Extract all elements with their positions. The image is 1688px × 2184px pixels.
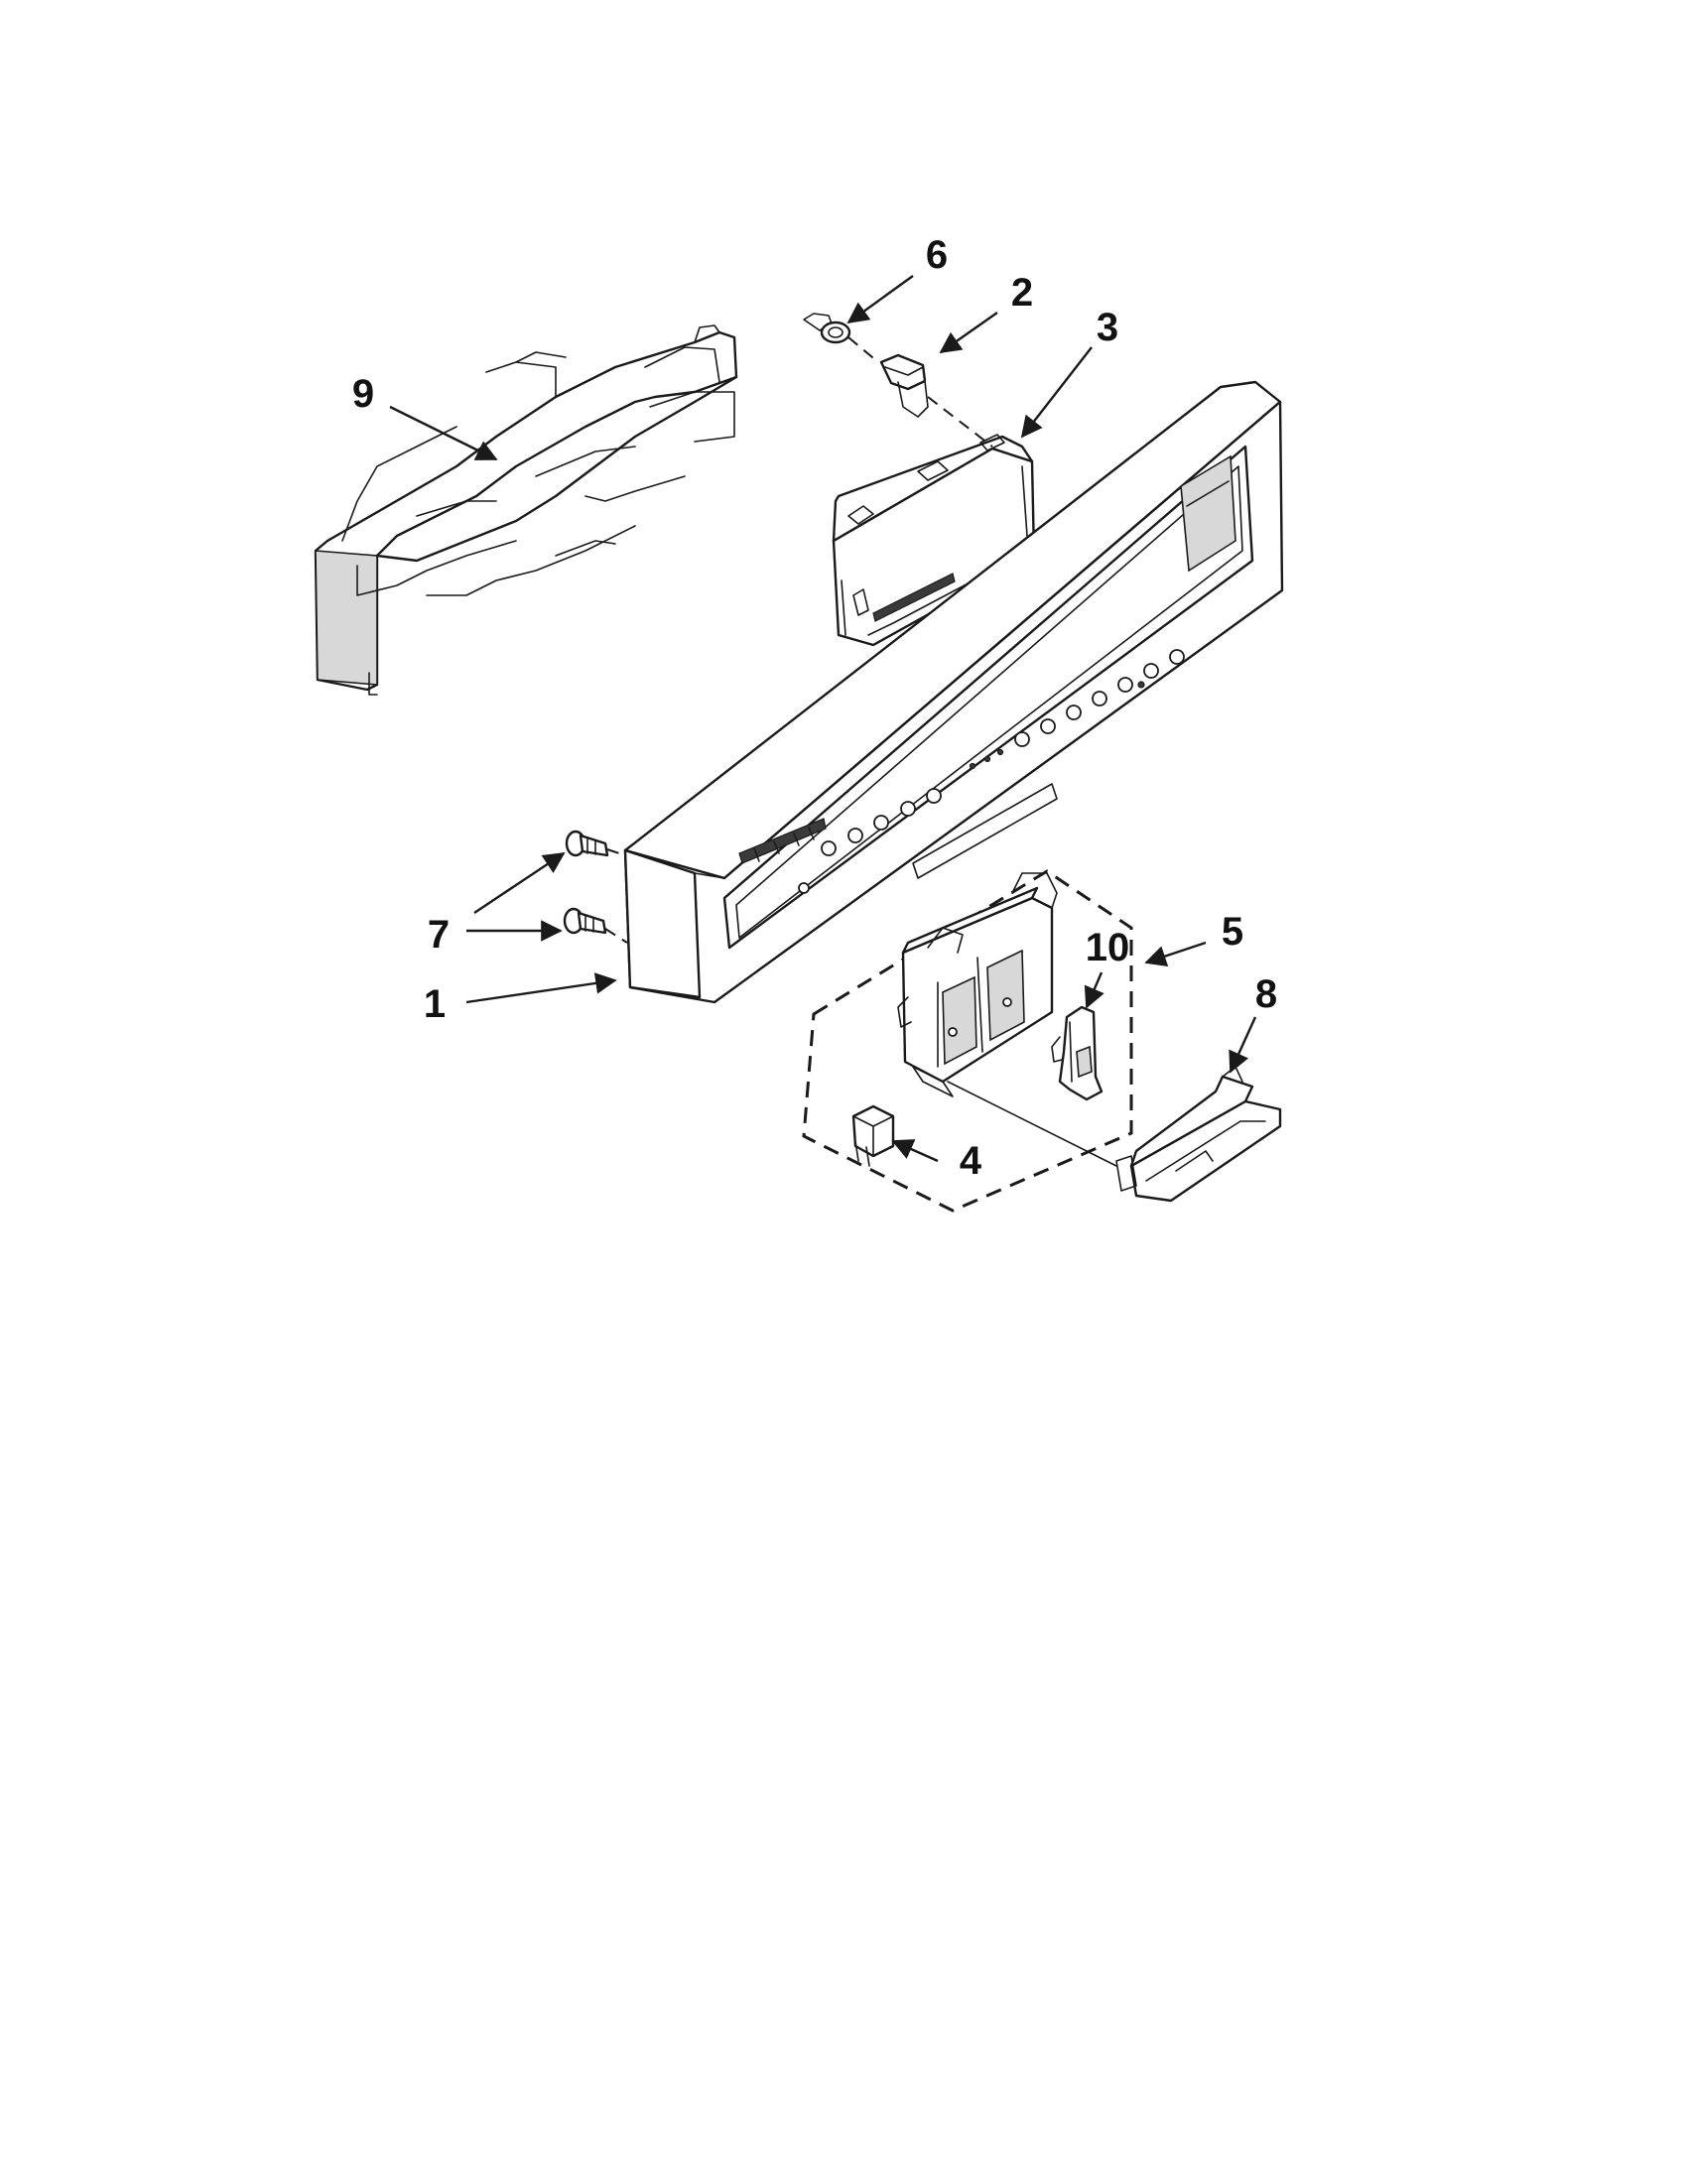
part-2-fuse-clip <box>879 353 929 418</box>
callout-9: 9 <box>352 372 374 416</box>
callout-7: 7 <box>428 913 450 957</box>
part-6-thermal-fuse <box>803 313 851 344</box>
callout-4: 4 <box>960 1139 982 1183</box>
callout-1: 1 <box>424 982 446 1026</box>
callout-8: 8 <box>1255 972 1277 1016</box>
callout-5: 5 <box>1222 910 1243 954</box>
door-latch-assembly <box>897 872 1058 1097</box>
screw-upper <box>565 830 609 857</box>
leader-1 <box>465 972 617 1004</box>
part-7-screws <box>563 830 628 944</box>
screw-lower <box>563 907 607 935</box>
screw-upper-guide <box>606 848 626 856</box>
part-8-latch-strike <box>1115 1066 1282 1203</box>
callout-2: 2 <box>1011 271 1033 315</box>
part-4-micro-switch <box>851 1104 895 1167</box>
leader-3 <box>1020 346 1093 439</box>
leader-7-upper <box>473 852 566 914</box>
leader-5 <box>1144 941 1207 966</box>
assembly-line-2-3 <box>927 396 993 448</box>
leader-9 <box>389 405 498 461</box>
screw-lower-guide <box>604 928 628 944</box>
part-10-latch-lever <box>1051 1005 1104 1101</box>
leader-2 <box>939 312 998 354</box>
part-3-control-board <box>832 434 1036 647</box>
leader-6 <box>846 275 914 324</box>
leader-10 <box>1084 971 1104 1009</box>
leader-8 <box>1229 1016 1257 1074</box>
callout-6: 6 <box>926 233 948 277</box>
assembly-line-6-2 <box>847 336 879 363</box>
part-5-assembly-boundary <box>802 869 1133 1213</box>
part-9-wire-shield <box>314 324 738 696</box>
leader-4 <box>891 1139 939 1163</box>
callout-10: 10 <box>1086 926 1130 969</box>
callout-3: 3 <box>1097 306 1118 349</box>
latch-guide-line <box>947 1081 1117 1167</box>
part-1-control-panel <box>623 380 1284 1004</box>
